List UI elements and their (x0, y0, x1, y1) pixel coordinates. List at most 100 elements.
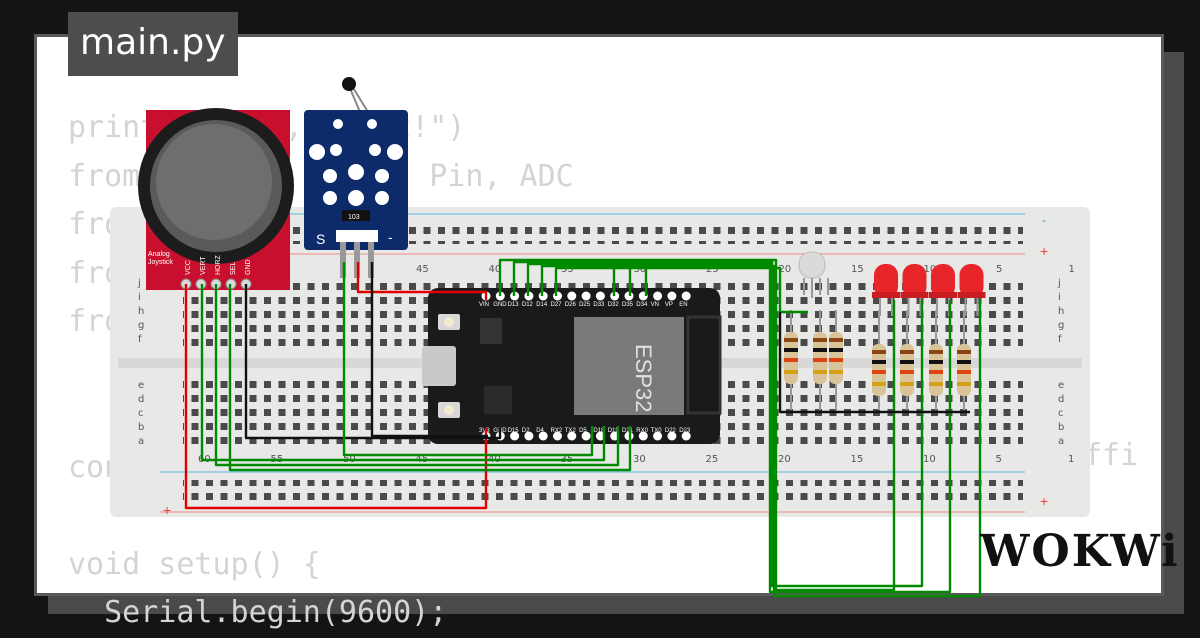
esp32-bottom-pin-label: D18 (593, 428, 605, 434)
rgb-led[interactable] (798, 251, 829, 298)
bb-row-letter: a (1058, 436, 1064, 447)
bb-row-letter: d (1058, 394, 1064, 405)
joystick-pin-label: VCC (185, 260, 192, 275)
bb-bottom-number: 25 (706, 454, 719, 465)
esp32-top-pin-label: D34 (636, 302, 648, 308)
resistor[interactable] (784, 310, 798, 410)
wire-red-ntc (356, 262, 488, 300)
resistor[interactable] (872, 310, 886, 410)
esp32-top-pin-label: EN (679, 302, 687, 308)
esp32-bottom-pin-label: D19 (608, 428, 620, 434)
bb-top-number: 35 (561, 264, 574, 275)
esp32-bottom-pin[interactable] (538, 431, 548, 441)
esp32-chip-label: ESP32 (631, 344, 656, 413)
esp32-bottom-pin-label: 3V3 (479, 428, 490, 434)
resistor[interactable] (929, 310, 943, 410)
esp32-top-pin-label: D25 (579, 302, 591, 308)
esp32-top-pin-label: D35 (622, 302, 634, 308)
bb-row-letter: j (1057, 278, 1061, 289)
wires (184, 258, 982, 598)
esp32-bottom-pin[interactable] (524, 431, 534, 441)
wire-green-1 (200, 284, 606, 462)
esp32-bottom-pin[interactable] (567, 431, 577, 441)
esp32-top-pin[interactable] (667, 291, 677, 301)
esp32-top-pin-label: D27 (551, 302, 563, 308)
resistor[interactable] (829, 310, 843, 410)
resistor[interactable] (900, 310, 914, 410)
bb-bottom-number: 20 (778, 454, 791, 465)
bb-plus-bottom-left: + (163, 502, 171, 518)
bb-top-number: 20 (779, 264, 792, 275)
bb-top-number: 10 (924, 264, 937, 275)
usb-port (422, 346, 456, 386)
resistor[interactable] (957, 310, 971, 410)
bb-row-letter: b (138, 422, 144, 433)
esp32-top-pin-label: D32 (608, 302, 620, 308)
esp32-bottom-pin[interactable] (667, 431, 677, 441)
bb-bottom-number: 10 (923, 454, 936, 465)
wire-green-led4 (540, 264, 982, 598)
esp32-top-pin[interactable] (553, 291, 562, 301)
joystick-pin-label: HORZ (215, 254, 222, 275)
bb-plus-top: + (1040, 243, 1048, 259)
esp32-bottom-pin-label: D4 (536, 428, 544, 434)
ntc-temperature-sensor[interactable]: 103 S - (304, 77, 408, 278)
esp32-top-pin-label: VIN (479, 302, 489, 308)
wire-green-led1 (498, 258, 896, 592)
red-led[interactable] (957, 264, 986, 316)
esp32-top-pin[interactable] (567, 291, 577, 301)
esp32-top-pin[interactable] (595, 291, 605, 301)
wire-green-led2 (512, 260, 924, 588)
esp32-bottom-pin[interactable] (595, 431, 605, 441)
red-led[interactable] (872, 264, 900, 316)
esp32-bottom-pin-label: RX0 (636, 428, 648, 434)
esp32-top-pin-label: D13 (508, 302, 520, 308)
esp32-bottom-pin[interactable] (638, 431, 648, 441)
esp32-bottom-pin[interactable] (681, 431, 691, 441)
resistor[interactable] (813, 310, 827, 410)
joystick-pin-label: VERT (200, 256, 207, 275)
bb-row-letter: g (138, 320, 144, 331)
esp32-top-pin-label: VP (665, 302, 673, 308)
joystick-pin-label: SEL (230, 262, 237, 275)
bb-row-letter: c (1058, 408, 1064, 419)
wire-green-led3 (526, 262, 952, 594)
esp32-bottom-pin[interactable] (553, 431, 562, 441)
esp32-bottom-pin-label: D15 (508, 428, 520, 434)
bb-plus-bottom-right: + (1040, 493, 1048, 509)
wire-green-3 (228, 284, 632, 472)
bb-bottom-number: 15 (851, 454, 864, 465)
esp32-bottom-pin-label: D5 (579, 428, 587, 434)
bb-row-letter: d (138, 394, 144, 405)
wire-green-rgb3 (628, 260, 648, 296)
bb-row-letter: a (138, 436, 144, 447)
bb-row-letter: j (137, 278, 141, 289)
wire-black-ntc-gnd (370, 262, 488, 438)
esp32-top-pin-label: D14 (536, 302, 548, 308)
bb-top-number: 45 (416, 264, 429, 275)
esp32-bottom-pin-label: TX2 (565, 428, 577, 434)
ntc-pin-minus: - (388, 229, 393, 245)
esp32-top-pin[interactable] (581, 291, 591, 301)
esp32-bottom-pin[interactable] (510, 431, 520, 441)
bb-row-letter: f (138, 334, 142, 345)
esp32-top-pin[interactable] (681, 291, 691, 301)
esp32-chip (574, 317, 684, 415)
red-led[interactable] (900, 264, 929, 316)
esp32-top-pin[interactable] (653, 291, 663, 301)
code-fragment-right: ffi (1084, 438, 1139, 473)
esp32-bottom-pin[interactable] (581, 431, 591, 441)
bb-row-letter: g (1058, 320, 1064, 331)
bb-row-letter: e (1058, 380, 1064, 391)
bb-top-number: 40 (489, 264, 502, 275)
esp32-bottom-pin[interactable] (653, 431, 663, 441)
thermistor-head (342, 77, 356, 91)
editor-tab-main-py[interactable]: main.py (68, 12, 238, 76)
bb-top-number: 30 (634, 264, 647, 275)
bb-row-letter: i (138, 292, 141, 303)
bb-bottom-number: 30 (633, 454, 646, 465)
bb-row-letter: b (1058, 422, 1064, 433)
